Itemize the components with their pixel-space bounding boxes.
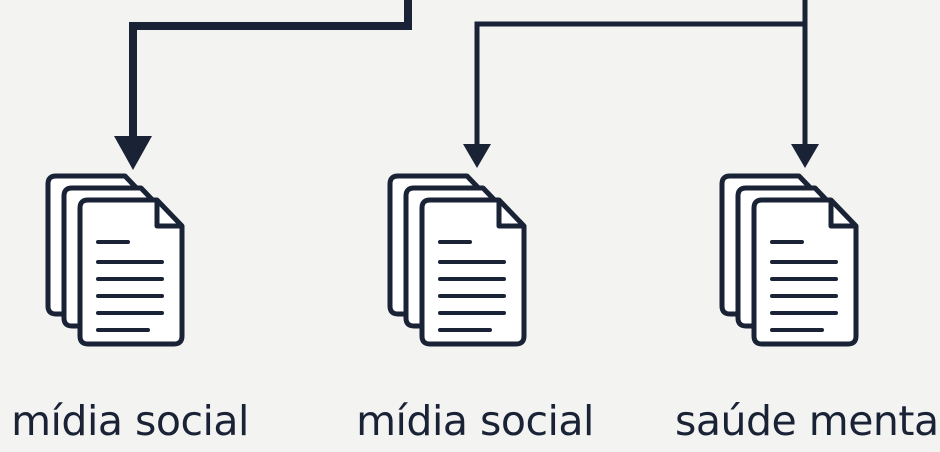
node-label: mídia social (11, 397, 249, 445)
document-stack-icon (722, 176, 856, 344)
document-stack-icon (390, 176, 524, 344)
arrowhead-left (114, 136, 152, 170)
arrowhead-middle (463, 144, 491, 168)
document-stack-icon (48, 176, 182, 344)
connector-bracket (474, 0, 808, 150)
connector-left (129, 0, 412, 140)
node-label: saúde mental (675, 397, 940, 445)
arrowhead-right (791, 144, 819, 168)
node-label: mídia social (356, 397, 594, 445)
